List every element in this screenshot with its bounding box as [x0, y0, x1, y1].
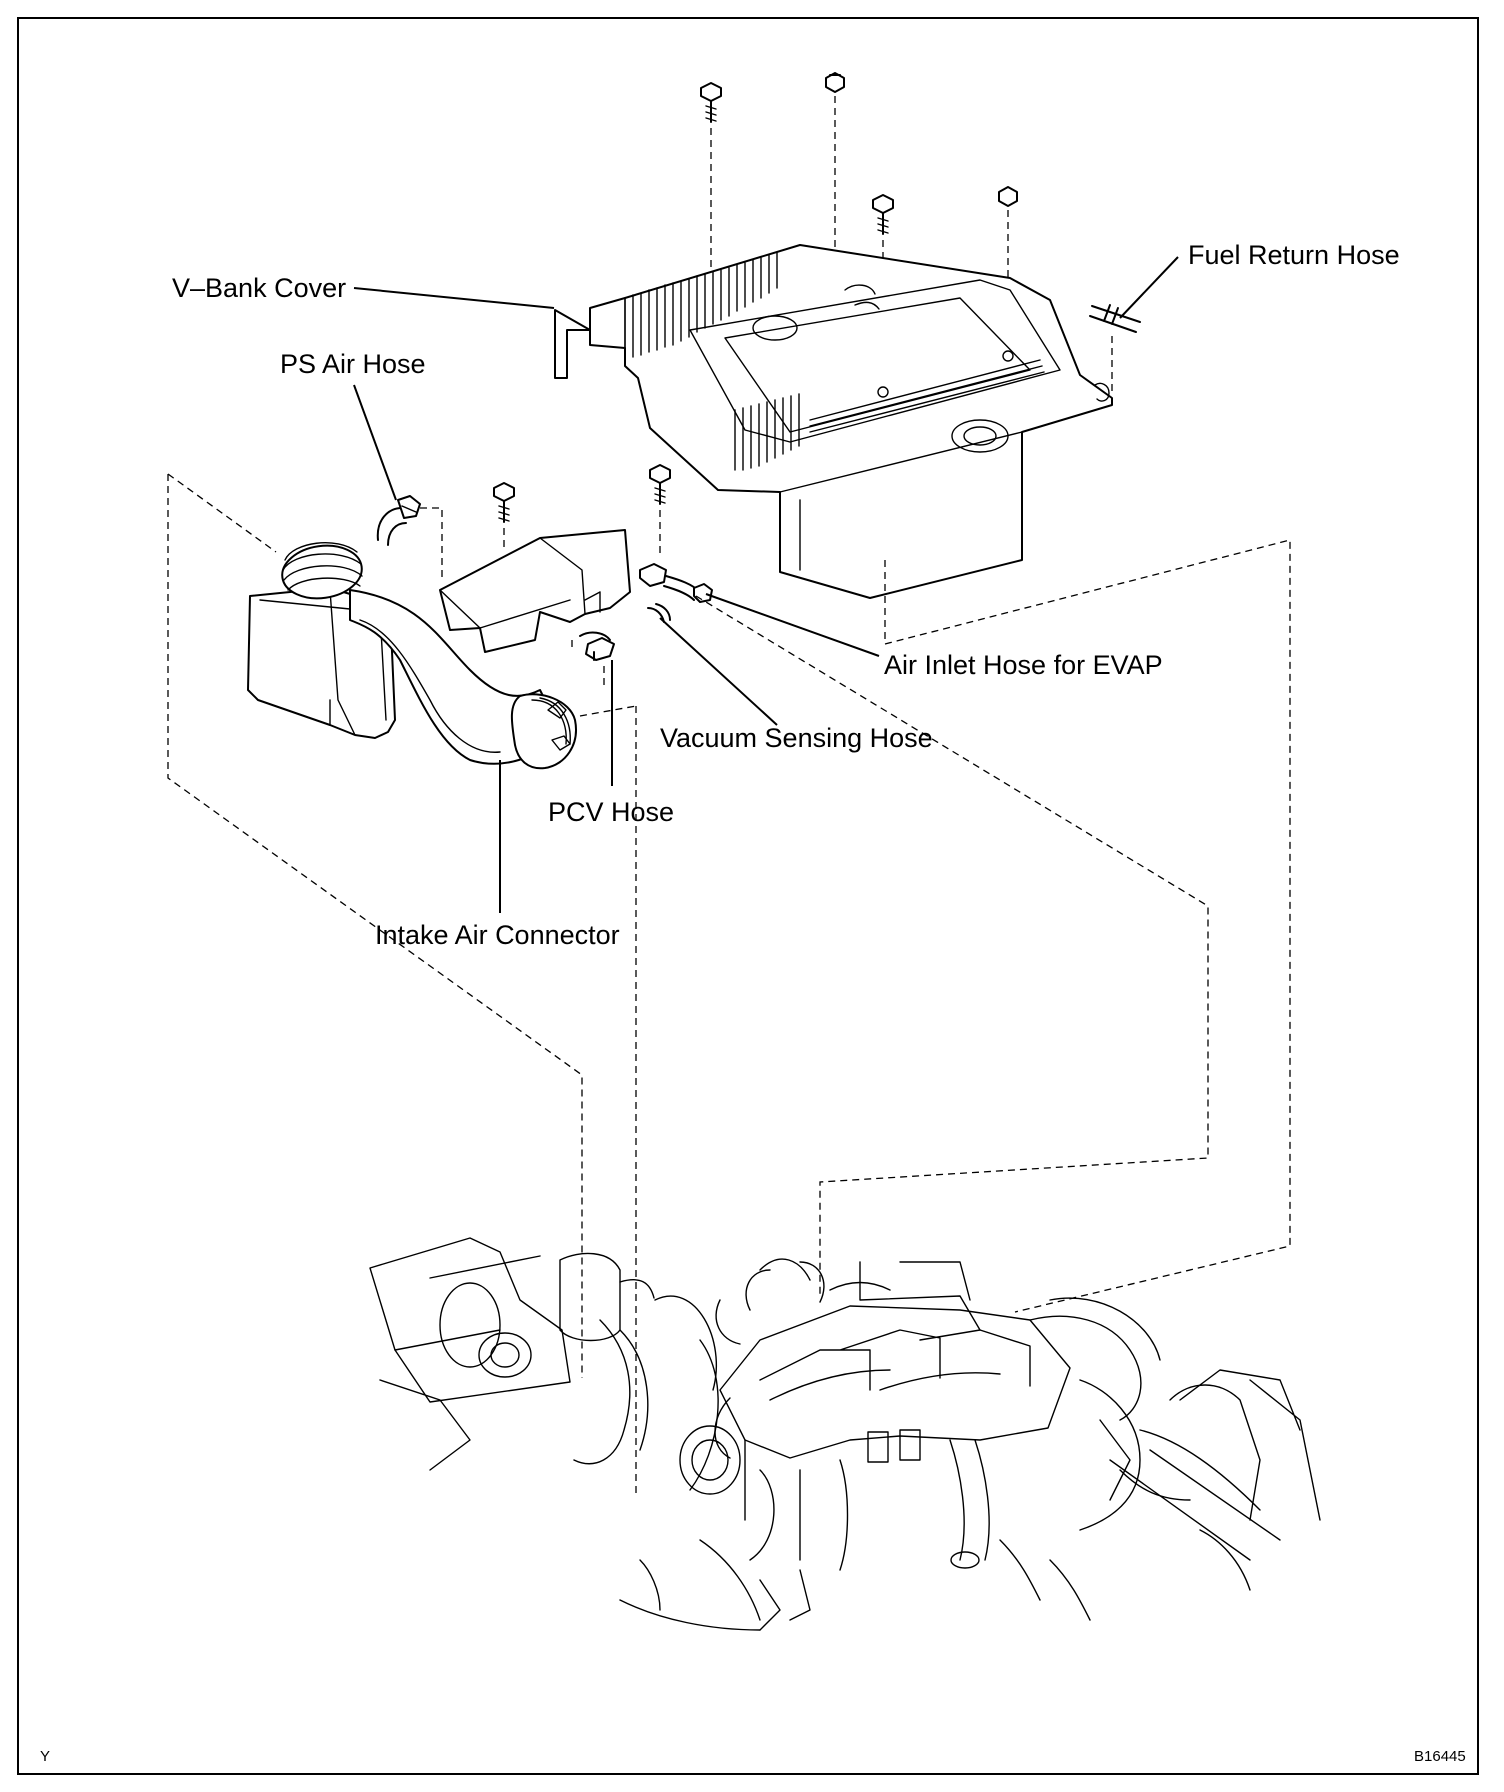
corner-mark-left: Y — [40, 1748, 50, 1765]
label-intake-air-connector: Intake Air Connector — [375, 920, 620, 950]
leader-lines — [353, 256, 1179, 913]
engine-assembly — [369, 1237, 1321, 1631]
fuel-return-hose — [1089, 304, 1141, 333]
label-air-inlet-hose-evap: Air Inlet Hose for EVAP — [884, 650, 1163, 680]
air-inlet-hose-evap — [639, 563, 713, 603]
guide-lines — [167, 473, 1291, 1495]
leader-vacuum-sensing-hose — [659, 617, 778, 726]
leader-v-bank-cover — [353, 287, 555, 309]
leader-air-inlet-hose-evap — [705, 593, 880, 657]
figure-code: B16445 — [1414, 1748, 1466, 1765]
v8-emblem — [752, 315, 798, 341]
label-ps-air-hose: PS Air Hose — [280, 349, 426, 379]
intake-air-connector — [247, 529, 631, 770]
cover-fasteners — [493, 72, 1018, 556]
leader-ps-air-hose — [353, 384, 397, 501]
label-fuel-return-hose: Fuel Return Hose — [1188, 240, 1400, 270]
label-pcv-hose: PCV Hose — [548, 797, 674, 827]
pcv-hose — [579, 631, 615, 661]
bolt-4 — [649, 464, 671, 505]
v-bank-cover — [554, 244, 1113, 599]
vacuum-sensing-hose — [647, 603, 671, 623]
bolt-2 — [872, 194, 894, 235]
label-v-bank-cover: V–Bank Cover — [172, 273, 346, 303]
bolt-1 — [700, 82, 722, 123]
ps-air-hose — [376, 495, 421, 546]
nut-2 — [998, 186, 1018, 207]
oil-filler-opening — [951, 419, 1009, 453]
diagram-frame — [17, 17, 1479, 1775]
nut-1 — [825, 72, 845, 93]
bolt-3 — [493, 482, 515, 523]
leader-fuel-return-hose — [1119, 256, 1179, 319]
label-vacuum-sensing-hose: Vacuum Sensing Hose — [660, 723, 933, 753]
